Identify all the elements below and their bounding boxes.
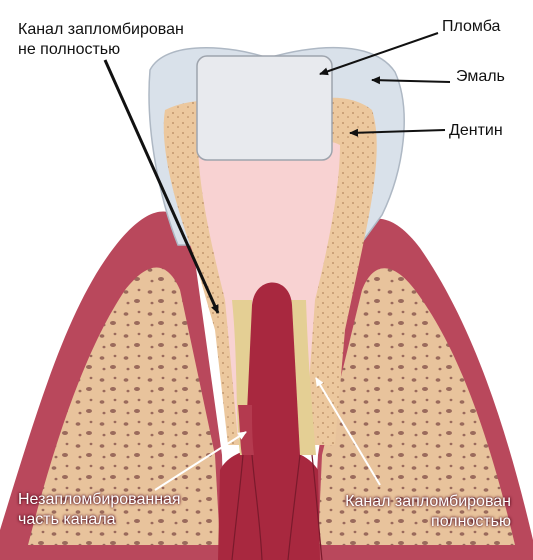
label-canal-incomplete-line1: Канал запломбирован xyxy=(18,21,184,38)
label-canal-complete-line2: полностью xyxy=(431,513,511,530)
bone-right xyxy=(318,268,515,545)
root-canal-right xyxy=(288,300,316,455)
label-canal-complete-line1: Канал запломбирован xyxy=(345,493,511,510)
interradicular-gum xyxy=(245,282,300,455)
pointer-enamel xyxy=(371,76,451,85)
pointer-dentin xyxy=(349,128,446,137)
pointer-unfilled xyxy=(154,431,247,491)
label-filling: Пломба xyxy=(442,18,501,35)
label-canal-complete: Канал запломбирован полностью xyxy=(345,492,511,532)
nerve-lines xyxy=(231,454,323,560)
label-unfilled-canal: Незапломбированная часть канала xyxy=(18,490,181,530)
pointer-filling xyxy=(319,32,439,76)
label-canal-incomplete-line2: не полностью xyxy=(18,41,121,58)
label-canal-incomplete: Канал запломбирован не полностью xyxy=(18,20,184,60)
label-dentin: Дентин xyxy=(449,122,503,139)
bone-left xyxy=(28,267,220,545)
label-unfilled-line1: Незапломбированная xyxy=(18,491,181,508)
gum-center xyxy=(218,447,320,560)
label-unfilled-line2: часть канала xyxy=(18,511,116,528)
label-enamel: Эмаль xyxy=(456,68,505,85)
filling-block xyxy=(196,55,333,161)
pointer-canal-incomplete xyxy=(103,59,220,314)
pointer-canal-complete xyxy=(315,377,381,486)
unfilled-canal-tip xyxy=(238,405,254,455)
